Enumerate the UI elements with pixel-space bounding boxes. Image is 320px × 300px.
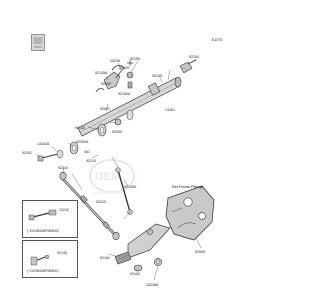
- shift-arm-assembly: [95, 60, 134, 93]
- part-label: 92009: [119, 66, 129, 70]
- part-label: 92210: [58, 166, 68, 170]
- part-label: 92191: [22, 151, 32, 155]
- part-label: 92022: [100, 107, 110, 111]
- svg-text:OEM: OEM: [95, 171, 120, 183]
- svg-text:MOTORPARTS: MOTORPARTS: [92, 191, 123, 196]
- watermark: OEM MOTORPARTS: [89, 159, 135, 196]
- shift-pedal: [114, 223, 171, 272]
- bracket-top-right: [179, 59, 197, 74]
- parts-diagram: OEM MOTORPARTS: [22, 34, 223, 287]
- part-label: 13236: [110, 59, 120, 63]
- part-label: 92154: [189, 55, 199, 59]
- part-label: 92009: [195, 250, 205, 254]
- shift-rod: [59, 171, 120, 241]
- part-label: 92210: [96, 200, 106, 204]
- part-label: 13236A: [146, 283, 159, 287]
- part-label: 13242A: [37, 142, 50, 146]
- inset-box-a: 13242 (~ZX1000D6F060000): [22, 200, 78, 238]
- part-label: 92145A: [124, 185, 137, 189]
- shift-shaft: [77, 76, 182, 137]
- part-label: 92200: [112, 130, 122, 134]
- part-label: 92145A: [95, 71, 108, 75]
- footrest-bracket: [165, 185, 215, 241]
- part-label: 92002: [101, 82, 111, 86]
- part-label: 92161: [100, 256, 110, 260]
- diagram-artwork: OEM MOTORPARTS: [35, 58, 215, 281]
- part-label: 92153: [130, 272, 140, 276]
- part-label: 461: [84, 150, 90, 154]
- part-label: 92002A: [76, 140, 89, 144]
- shift-lever-link: [115, 167, 133, 215]
- diagram-emblem: [31, 34, 45, 51]
- figure-code: E1073: [212, 38, 223, 42]
- inset-box-b: 92145 (~ZX1000D6F060001): [22, 240, 78, 278]
- leader-lines: [35, 58, 202, 281]
- inset-a-note: (~ZX1000D6F060000): [27, 229, 59, 233]
- seals-and-washers: [37, 109, 134, 162]
- part-label: 92143: [75, 126, 85, 130]
- part-label: 92150: [130, 57, 140, 61]
- inset-b-note: (~ZX1000D6F060001): [27, 269, 59, 273]
- frame-fittings-note: Ref.Frame Fittings: [172, 185, 204, 189]
- part-label: 92145: [152, 74, 162, 78]
- part-label: 13161: [165, 108, 175, 112]
- part-label: 92210: [86, 159, 96, 163]
- part-label: 92150A: [118, 92, 131, 96]
- inset-b-part: 92145: [57, 251, 67, 255]
- inset-a-part: 13242: [59, 208, 69, 212]
